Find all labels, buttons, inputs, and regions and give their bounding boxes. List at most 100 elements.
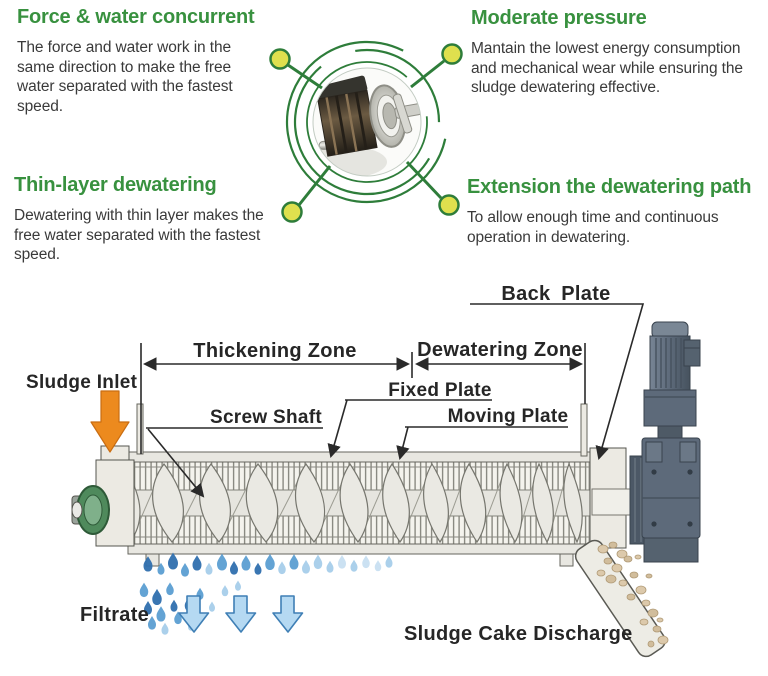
inlet-lid [100,445,130,461]
water-droplet-icon [254,562,262,575]
callout-dot-icon [438,194,460,216]
callout-dots [269,43,463,223]
screw-flight [532,462,554,544]
fixed-plate-label: Fixed Plate [388,380,492,401]
water-droplet-icon [156,606,166,622]
water-droplet-icon [241,555,251,571]
water-droplet-icon [230,561,238,575]
medallion-rings [285,40,449,204]
bottom-rail [127,543,591,555]
water-droplet-icon [278,561,286,575]
dewatering-zone-label: Dewatering Zone [417,339,583,361]
cake-particle [634,554,642,560]
gearbox-base [643,537,699,563]
water-droplet-icon [205,562,213,575]
filtrate-label: Filtrate [80,604,149,626]
feature-title: Extension the dewatering path [467,176,752,198]
filtrate-arrows [178,595,304,633]
water-droplet-icon [235,580,241,591]
cake-particle [635,585,647,595]
cake-particle [597,544,609,554]
water-droplet-icon [302,560,310,574]
screw-flight [423,462,449,544]
front-bearing-hub [71,485,110,535]
cake-particle [626,593,636,601]
water-droplet-icon [362,555,370,569]
screw-flight [294,462,326,543]
cake-particle [603,557,613,565]
cake-particle [623,555,633,563]
water-droplet-icon [209,601,215,612]
thickening-zone-label: Thickening Zone [193,340,356,362]
filtrate-droplets [139,552,393,635]
cake-particle [645,573,653,579]
callout-lines [287,59,445,206]
water-droplet-icon [181,563,189,577]
cake-particle [656,617,664,623]
feature-title: Thin-layer dewatering [14,174,217,196]
sludge-inlet-label: Sludge Inlet [26,372,138,393]
screw-shaft-label: Screw Shaft [210,407,322,428]
frame-foot [559,553,574,567]
junction-box [683,339,701,367]
cake-particle [639,618,649,626]
filtrate-arrow-icon [178,595,210,633]
discharge-chute [574,539,666,658]
water-droplet-icon [221,585,229,597]
mechanism-medallion [269,40,463,223]
gear-motor [641,321,701,563]
water-droplet-icon [148,616,156,630]
feature-moderate-pressure: Moderate pressure Mantain the lowest ene… [471,7,763,98]
moving-plate-label: Moving Plate [448,406,569,427]
cake-particle [611,563,623,573]
feature-force-water-concurrent: Force & water concurrent The force and w… [17,6,257,116]
callout-dot-icon [281,201,303,223]
water-droplet-icon [313,554,323,570]
water-droplet-icon [326,560,334,573]
callout-dot-icon [441,43,463,65]
screw-flight [563,462,583,544]
feature-title: Force & water concurrent [17,6,255,28]
screw-press-machine [71,321,701,658]
cake-particle [641,599,651,607]
motor-neck [657,425,683,439]
cake-particle [652,625,662,633]
screw-flight [499,462,523,544]
cake-particle [618,579,628,587]
cake-particle [608,541,618,549]
photo-screw-press-drum [312,67,422,177]
dimension-lines [140,343,586,454]
water-droplet-icon [289,554,299,570]
back-plate-label: Back Plate [501,283,610,305]
feature-body: To allow enough time and continuous oper… [467,209,719,246]
feature-body: Dewatering with thin layer makes the fre… [14,207,264,263]
feature-title: Moderate pressure [471,7,647,29]
water-droplet-icon [374,560,382,572]
water-droplet-icon [265,553,275,571]
top-rail [127,451,591,463]
callout-dot-icon [269,48,291,70]
filtrate-arrow-icon [225,595,257,633]
screw-flight [339,462,369,544]
leader-lines [146,303,645,498]
screw-flight [459,462,487,544]
water-droplet-icon [161,622,169,635]
water-droplet-icon [170,599,178,612]
cake-particle [629,571,639,579]
feature-body: Mantain the lowest energy consumption an… [471,40,743,96]
water-droplet-icon [385,555,393,568]
frame-post [136,403,144,455]
water-droplet-icon [217,553,227,571]
output-shaft [591,488,637,516]
cake-particle [616,549,628,559]
water-droplet-icon [166,582,174,596]
sludge-cake-particles [596,541,669,648]
water-droplet-icon [192,555,202,571]
feature-extension-dewatering-path: Extension the dewatering path To allow e… [467,176,767,247]
screw-flight [382,462,410,544]
filtrate-arrow-icon [272,595,304,633]
water-droplet-icon [338,555,346,569]
cake-particle [647,608,659,618]
